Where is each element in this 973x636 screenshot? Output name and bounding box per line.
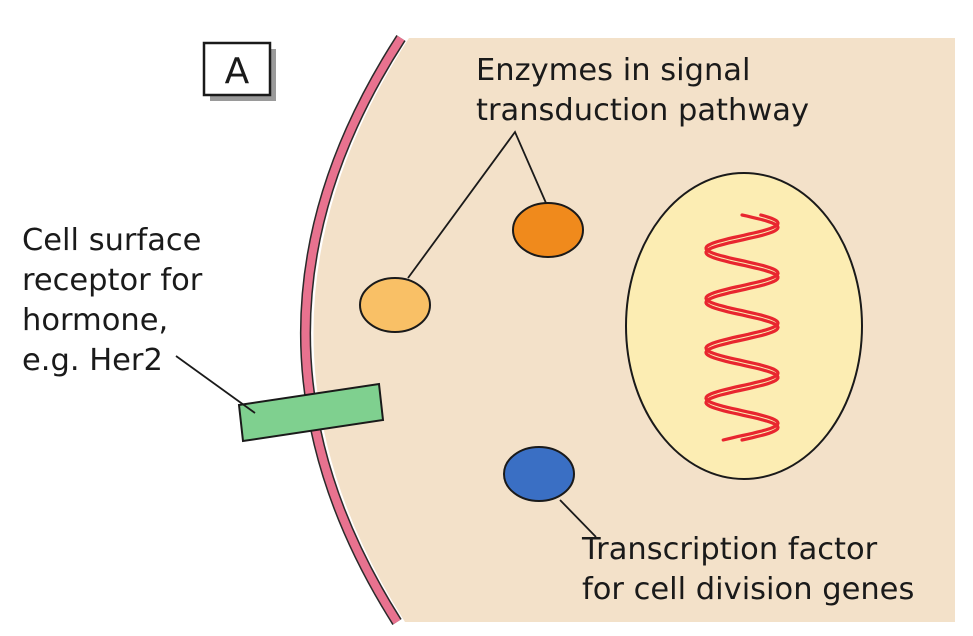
enzyme-light-orange [359, 277, 431, 333]
panel-label: A [225, 51, 250, 92]
leader-lines [175, 130, 597, 538]
dna-helix-icon [704, 213, 780, 442]
transcription-leader-line [559, 499, 597, 538]
nucleus [625, 172, 863, 480]
transcription-factor-label: Transcription factor for cell division g… [581, 532, 914, 607]
enzymes-leader-line [407, 130, 547, 279]
enzymes-label: Enzymes in signal transduction pathway [476, 53, 809, 128]
enzyme-dark-orange [512, 202, 584, 258]
receptor-leader-line [175, 355, 256, 414]
cell-surface-receptor [237, 382, 385, 443]
transcription-factor [503, 446, 575, 502]
panel-label-box [202, 41, 272, 97]
receptor-label: Cell surface receptor for hormone, e.g. … [22, 223, 212, 378]
cell-membrane [301, 35, 405, 625]
